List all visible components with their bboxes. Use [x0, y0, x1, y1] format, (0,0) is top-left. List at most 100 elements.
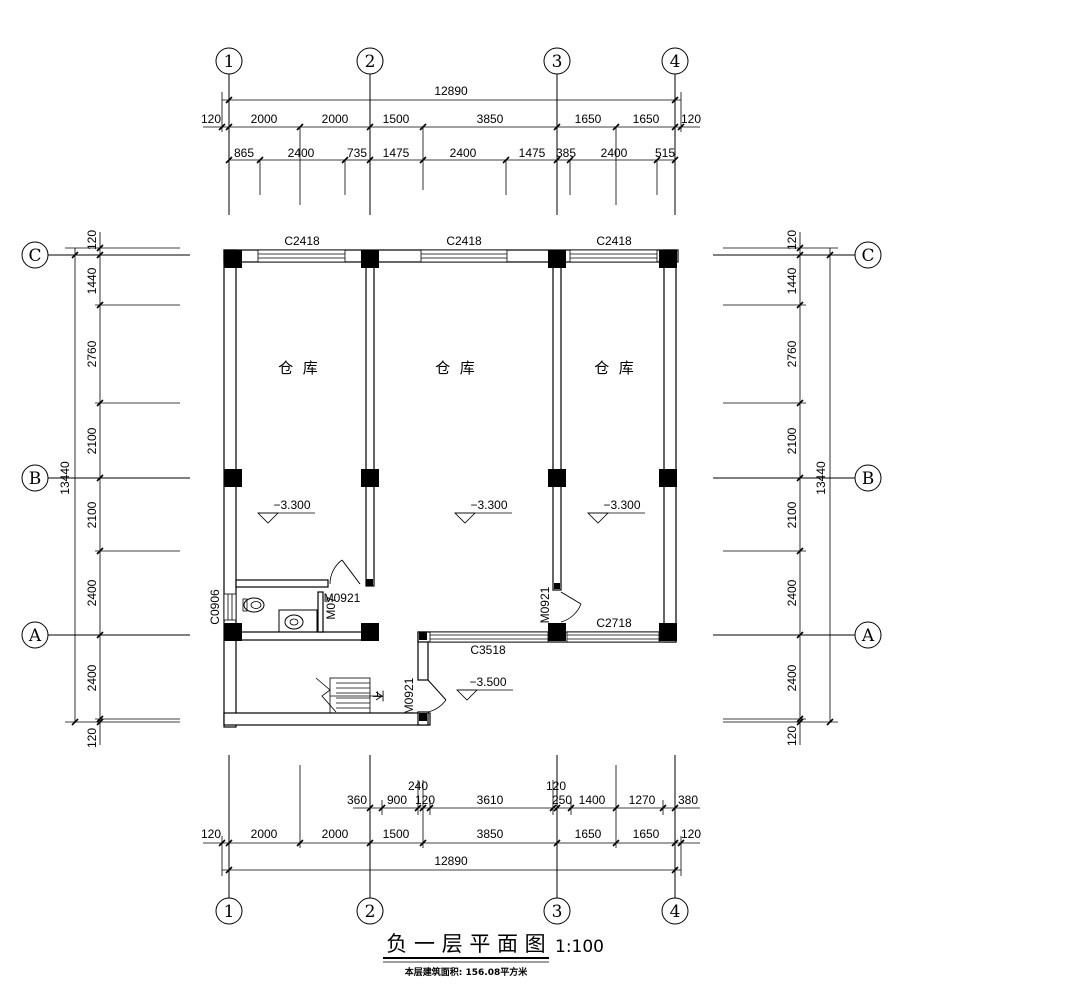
bottom-dim-r1-2: 120	[415, 793, 435, 807]
window-top-3	[569, 249, 658, 263]
bottom-dim-r1-0: 360	[347, 793, 367, 807]
dimension-tick	[218, 839, 226, 847]
dimension-tick	[677, 123, 685, 131]
elevation-1: −3.300	[273, 498, 310, 512]
sink-fixture	[278, 609, 318, 633]
dimension-tick	[419, 839, 427, 847]
dimension-tick	[826, 251, 834, 259]
dimension-tick	[612, 804, 620, 812]
dimension-tick	[653, 156, 661, 164]
columns	[224, 250, 677, 721]
left-dim-0: 120	[85, 230, 99, 250]
bottom-dim-r2-6: 1650	[633, 827, 660, 841]
dimension-tick	[671, 123, 679, 131]
stair: 上	[315, 677, 386, 714]
top-dim-r1-2: 2000	[322, 112, 349, 126]
left-dim-4: 2100	[85, 501, 99, 528]
column-small	[419, 632, 427, 640]
dimension-tick	[796, 244, 804, 252]
dimension-tick	[225, 839, 233, 847]
bottom-dim-r1-5: 1400	[579, 793, 606, 807]
dimension-tick	[71, 251, 79, 259]
right-dim-1: 1440	[785, 267, 799, 294]
room-name-2: 仓 库	[435, 359, 475, 377]
dimension-tick	[796, 547, 804, 555]
window-c3518	[429, 631, 549, 643]
column	[548, 623, 566, 641]
wall-toilet-top	[235, 579, 329, 588]
dimension-tick	[225, 866, 233, 874]
door-entry	[427, 679, 447, 713]
bottom-dim-r2-1: 2000	[251, 827, 278, 841]
dimension-tick	[612, 123, 620, 131]
axis-label-1: 1	[224, 52, 235, 72]
top-dim-r2-6: 385	[556, 146, 576, 160]
dimension-tick	[426, 804, 434, 812]
dimension-tick	[553, 839, 561, 847]
left-dim-1: 1440	[85, 267, 99, 294]
drawing-title: 负 一 层 平 面 图	[386, 932, 545, 956]
bottom-dim-r2-3: 1500	[383, 827, 410, 841]
door-toilet	[329, 559, 361, 585]
doors	[329, 559, 582, 713]
top-dim-r1-7: 120	[681, 112, 701, 126]
stair-label: 上	[372, 690, 386, 702]
right-dim-6: 2400	[785, 664, 799, 691]
dimension-tick	[96, 251, 104, 259]
dimension-tick	[567, 804, 575, 812]
dimension-tick	[796, 718, 804, 726]
dimension-tick	[671, 839, 679, 847]
left-dim-5: 2400	[85, 579, 99, 606]
left-dimensions: 13440 120 1440 2760 2100 2100 2400 2400 …	[58, 230, 101, 748]
right-dim-2: 2760	[785, 340, 799, 367]
dimension-tick	[296, 123, 304, 131]
axis-label-2-bottom: 2	[365, 902, 376, 922]
dimension-tick	[218, 123, 226, 131]
wall-interior-2	[552, 261, 562, 591]
dimension-tick	[366, 804, 374, 812]
dimension-tick	[96, 301, 104, 309]
wall-toilet-bottom	[235, 631, 365, 641]
dimension-tick	[549, 804, 557, 812]
dimension-tick	[796, 251, 804, 259]
window-top-2	[420, 249, 508, 263]
dimension-tick	[296, 839, 304, 847]
left-dim-6: 2400	[85, 664, 99, 691]
dimension-tick	[366, 123, 374, 131]
elevation-entry: −3.500	[469, 675, 506, 689]
top-dim-r1-1: 2000	[251, 112, 278, 126]
top-dim-r2-0: 865	[234, 146, 254, 160]
dimension-tick	[96, 547, 104, 555]
elevation-2: −3.300	[470, 498, 507, 512]
room-labels: 仓 库 仓 库 仓 库	[278, 359, 634, 377]
axis-label-c-right: C	[861, 246, 874, 266]
dimension-tick	[341, 156, 349, 164]
title-block: 负 一 层 平 面 图 1:100 本层建筑面积: 156.08平方米	[383, 932, 604, 978]
top-dimensions: 12890 120 2000 2000 1500 3850 1650 1650 …	[201, 84, 701, 205]
dimension-tick	[96, 715, 104, 723]
dimension-tick	[796, 301, 804, 309]
dimension-tick	[256, 156, 264, 164]
dimension-tick	[225, 156, 233, 164]
bottom-overall-dim: 12890	[434, 854, 468, 868]
window-label-top-2: C2418	[446, 234, 482, 248]
bottom-dim-r2-5: 1650	[575, 827, 602, 841]
dimension-tick	[677, 839, 685, 847]
room-name-1: 仓 库	[278, 359, 318, 377]
dimension-tick	[553, 123, 561, 131]
dimension-tick	[553, 804, 561, 812]
door-label-toilet: M0921	[324, 591, 361, 605]
bottom-dim-r2-2: 2000	[322, 827, 349, 841]
bottom-dim-r1-3: 3610	[477, 793, 504, 807]
window-label-c3518: C3518	[470, 643, 506, 657]
dimension-tick	[612, 839, 620, 847]
column-small	[419, 713, 427, 721]
dimension-tick	[671, 804, 679, 812]
column	[361, 250, 379, 268]
top-overall-dim: 12890	[434, 84, 468, 98]
column	[361, 469, 379, 487]
axis-label-1-bottom: 1	[224, 902, 235, 922]
column	[224, 623, 242, 641]
elevation-3: −3.300	[603, 498, 640, 512]
top-dim-r2-2: 735	[347, 146, 367, 160]
